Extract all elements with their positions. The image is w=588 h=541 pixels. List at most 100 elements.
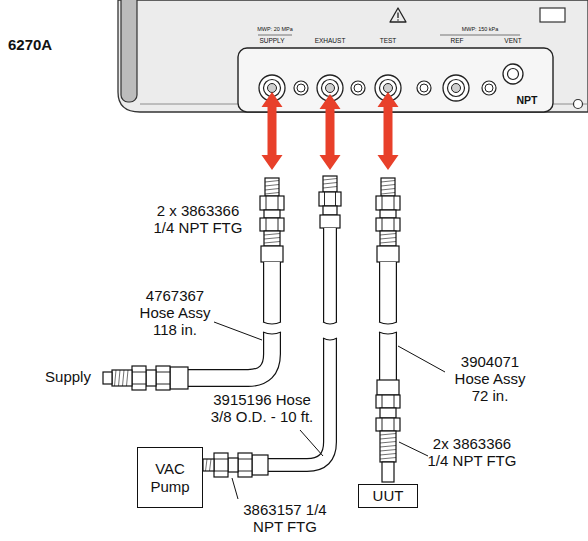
hex-edge: [382, 395, 383, 408]
part-label: 4767367 Hose Assy 118 in.: [136, 288, 214, 339]
connection-arrow: [320, 94, 341, 170]
hex-edge: [382, 218, 383, 231]
panel-label: REF: [451, 37, 464, 44]
thread-line: [380, 446, 396, 448]
connection-arrow: [378, 92, 399, 170]
hose-break: [263, 322, 281, 324]
plug: [482, 81, 496, 95]
port-panel: [238, 48, 553, 112]
hose: [380, 332, 396, 380]
housing: [118, 0, 588, 112]
vent-port: [503, 64, 523, 84]
hex-edge: [382, 196, 383, 210]
thread-line: [264, 234, 280, 236]
hose-break: [323, 338, 337, 340]
thread-line: [119, 370, 121, 386]
connection-arrow: [262, 92, 283, 170]
leader-line: [214, 322, 262, 340]
screw: [574, 100, 583, 109]
thread: [323, 176, 337, 192]
hex-nut: [238, 453, 252, 477]
thread-line: [381, 181, 395, 183]
hex-edge: [214, 471, 228, 472]
hex-edge: [266, 218, 267, 231]
hex-nut: [156, 366, 170, 390]
panel-label: EXHAUST: [315, 37, 346, 44]
hex-nut: [260, 196, 284, 210]
hose: [380, 262, 396, 322]
thread-line: [380, 234, 396, 236]
hex-edge: [394, 418, 395, 431]
instrument: [118, 0, 588, 112]
fitting-body: [323, 206, 337, 215]
hex-nut: [376, 196, 400, 210]
panel-label: NPT: [517, 95, 538, 107]
panel-label: VENT: [504, 37, 521, 44]
port-bore: [452, 84, 461, 93]
thread-line: [381, 189, 395, 191]
thread-line: [206, 459, 208, 471]
hose-ferrule: [170, 367, 188, 389]
hex-edge: [335, 192, 336, 206]
equipment-name: VAC Pump: [144, 460, 196, 495]
plug-ring: [297, 84, 305, 92]
thread: [265, 178, 279, 196]
leader-line: [300, 430, 323, 456]
panel-label: SUPPLY: [259, 37, 284, 44]
handle: [121, 0, 137, 102]
hose-outline: [379, 262, 397, 322]
port-ring: [322, 80, 339, 97]
port-ring: [448, 80, 465, 97]
hose-outline: [323, 228, 337, 322]
hex-edge: [238, 459, 252, 460]
hex-nut: [376, 418, 400, 431]
port: [443, 75, 469, 101]
warning-symbol: [390, 8, 406, 22]
hose-ferrule: [252, 455, 268, 475]
thread-line: [381, 185, 395, 187]
thread-line: [380, 442, 396, 444]
fitting-body: [380, 408, 396, 418]
plug: [417, 81, 431, 95]
port-bore: [326, 84, 335, 93]
panel-label: MWP: 150 kPa: [462, 26, 499, 32]
plug: [351, 81, 365, 95]
display-window: [540, 8, 565, 22]
plug: [294, 81, 308, 95]
hex-nut: [376, 218, 400, 231]
plug-ring: [420, 84, 428, 92]
thread-line: [380, 434, 396, 436]
hex-edge: [156, 384, 170, 385]
hose-break: [379, 332, 397, 334]
source-label: Supply: [45, 369, 91, 386]
thread-line: [127, 370, 129, 386]
thread: [264, 231, 280, 246]
hex-edge: [394, 395, 395, 408]
thread: [380, 431, 396, 462]
hex-nut: [260, 218, 284, 231]
warning-dot: [397, 19, 399, 21]
leader-line: [232, 478, 238, 499]
hex-edge: [132, 384, 146, 385]
thread-line: [380, 450, 396, 452]
thread-line: [380, 238, 396, 240]
hose-ferrule: [377, 380, 399, 395]
hex-edge: [278, 218, 279, 231]
group-bracket: [440, 35, 520, 36]
model-name: 6270A: [8, 37, 52, 54]
hose-ferrule: [377, 246, 399, 262]
thread: [203, 459, 214, 471]
hex-edge: [394, 196, 395, 210]
thread-line: [265, 193, 279, 195]
thread: [380, 231, 396, 246]
hose: [264, 262, 280, 322]
hex-edge: [324, 192, 325, 206]
part-label: 3863157 1/4 NPT FTG: [239, 502, 331, 536]
thread-line: [115, 370, 117, 386]
thread-line: [265, 181, 279, 183]
warning-mark: [397, 13, 398, 19]
thread: [112, 370, 132, 386]
fitting-tip: [103, 372, 112, 384]
hose-break: [263, 332, 281, 334]
